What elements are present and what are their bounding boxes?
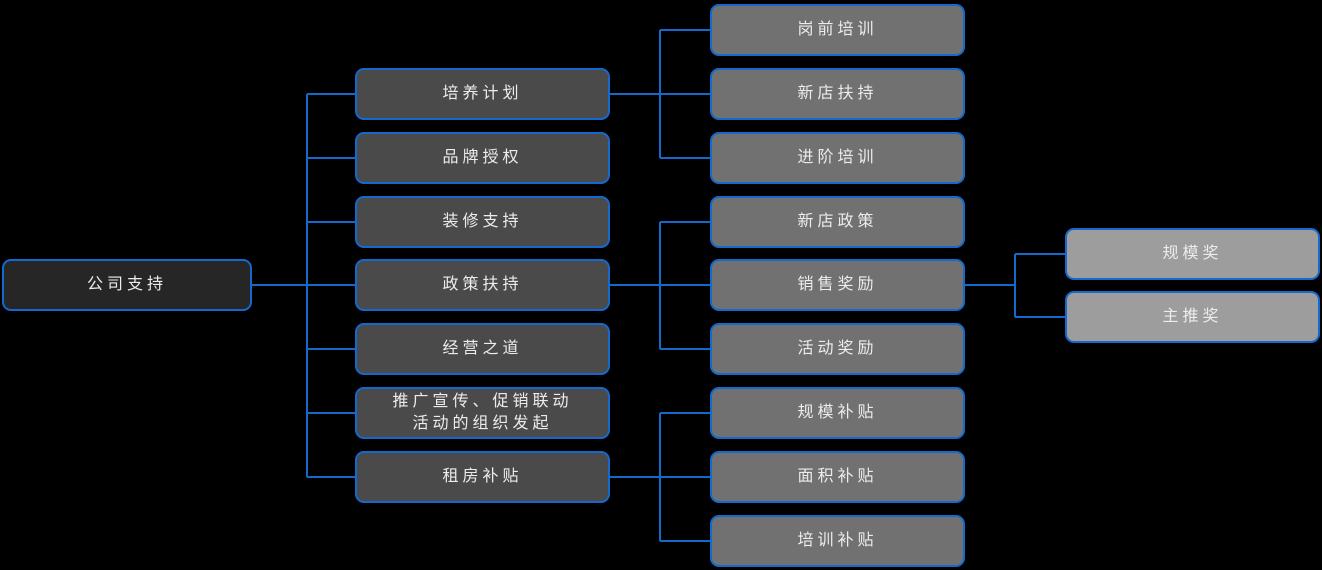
node-training-subsidy[interactable]: 培训补贴 xyxy=(710,515,965,567)
node-scale-subsidy[interactable]: 规模补贴 xyxy=(710,387,965,439)
node-business-way[interactable]: 经营之道 xyxy=(355,323,610,375)
node-new-store-policy[interactable]: 新店政策 xyxy=(710,196,965,248)
node-promotion-organization[interactable]: 推广宣传、促销联动 活动的组织发起 xyxy=(355,387,610,439)
node-area-subsidy[interactable]: 面积补贴 xyxy=(710,451,965,503)
node-sales-reward[interactable]: 销售奖励 xyxy=(710,259,965,311)
node-activity-reward[interactable]: 活动奖励 xyxy=(710,323,965,375)
node-new-store-support[interactable]: 新店扶持 xyxy=(710,68,965,120)
node-brand-authorization[interactable]: 品牌授权 xyxy=(355,132,610,184)
node-advanced-training[interactable]: 进阶培训 xyxy=(710,132,965,184)
node-rent-subsidy[interactable]: 租房补贴 xyxy=(355,451,610,503)
node-decoration-support[interactable]: 装修支持 xyxy=(355,196,610,248)
node-policy-support[interactable]: 政策扶持 xyxy=(355,259,610,311)
node-company-support[interactable]: 公司支持 xyxy=(2,259,252,311)
node-scale-award[interactable]: 规模奖 xyxy=(1065,228,1320,280)
node-training-plan[interactable]: 培养计划 xyxy=(355,68,610,120)
node-prejob-training[interactable]: 岗前培训 xyxy=(710,4,965,56)
node-main-push-award[interactable]: 主推奖 xyxy=(1065,291,1320,343)
